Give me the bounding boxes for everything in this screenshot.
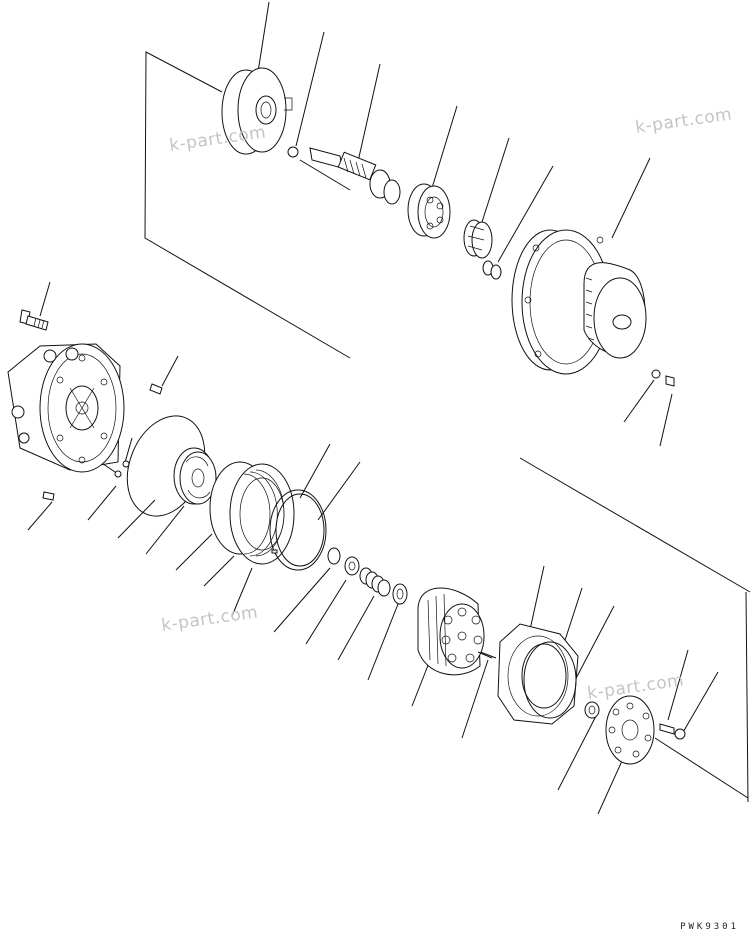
- leader-line: [87, 485, 117, 521]
- washer-part: [344, 556, 360, 576]
- bolt-part: [19, 309, 49, 331]
- leader-line: [681, 671, 719, 735]
- brake-piston-part: [209, 461, 295, 565]
- leader-line: [659, 393, 673, 447]
- pin-part: [659, 723, 686, 740]
- valve-plate-part: [173, 447, 217, 505]
- leader-line: [175, 533, 213, 571]
- leader-line: [27, 501, 53, 531]
- bushing-part: [482, 260, 502, 280]
- pin-part: [42, 491, 55, 501]
- leader-lines: [27, 1, 719, 815]
- retainer-plate-part: [605, 695, 655, 765]
- leader-line: [611, 157, 651, 239]
- ring-part: [269, 489, 327, 571]
- piston-part: [477, 651, 493, 659]
- cylinder-block-part: [417, 587, 485, 676]
- drawing-code: PWK9301: [680, 922, 739, 932]
- leader-line: [481, 137, 510, 223]
- guide-line-lower-start: [519, 457, 751, 593]
- plate-part: [497, 623, 579, 725]
- leader-line: [117, 499, 156, 539]
- ball-part: [287, 146, 299, 158]
- shoe-part: [584, 701, 600, 719]
- leader-line: [161, 355, 179, 387]
- leader-line: [317, 461, 361, 521]
- leader-line: [39, 281, 51, 317]
- leader-line: [356, 63, 381, 167]
- leader-line: [299, 443, 331, 499]
- guide-line-upper: [144, 51, 351, 359]
- bearing-part: [407, 183, 451, 239]
- seat-part: [392, 583, 408, 605]
- leader-line: [623, 379, 655, 423]
- leader-line: [461, 659, 489, 739]
- leader-line: [557, 715, 597, 791]
- bearing-part: [463, 219, 493, 259]
- leader-line: [497, 165, 554, 263]
- leader-line: [273, 567, 331, 633]
- plug-part: [114, 470, 122, 478]
- plate-part: [221, 67, 293, 155]
- leader-line: [203, 555, 235, 587]
- plug-part: [651, 369, 675, 387]
- leader-line: [367, 603, 399, 681]
- leader-line: [145, 505, 185, 555]
- casing-part: [511, 229, 647, 375]
- leader-line: [571, 605, 615, 687]
- leader-line: [337, 595, 375, 661]
- guide-line-lower-edge: [745, 591, 749, 803]
- leader-line: [667, 649, 689, 721]
- leader-line: [257, 1, 270, 73]
- leader-line: [231, 567, 253, 617]
- guide-line-lower-end: [654, 737, 749, 799]
- pin-part: [149, 383, 163, 395]
- axis-line-shaft: [299, 159, 351, 191]
- spring-part: [359, 567, 391, 597]
- leader-line: [295, 31, 325, 147]
- leader-line: [431, 105, 458, 189]
- leader-line: [305, 579, 347, 645]
- shaft-part: [309, 147, 401, 205]
- snap-ring-part: [327, 547, 341, 565]
- ring-part: [523, 641, 577, 719]
- head-part: [7, 343, 125, 473]
